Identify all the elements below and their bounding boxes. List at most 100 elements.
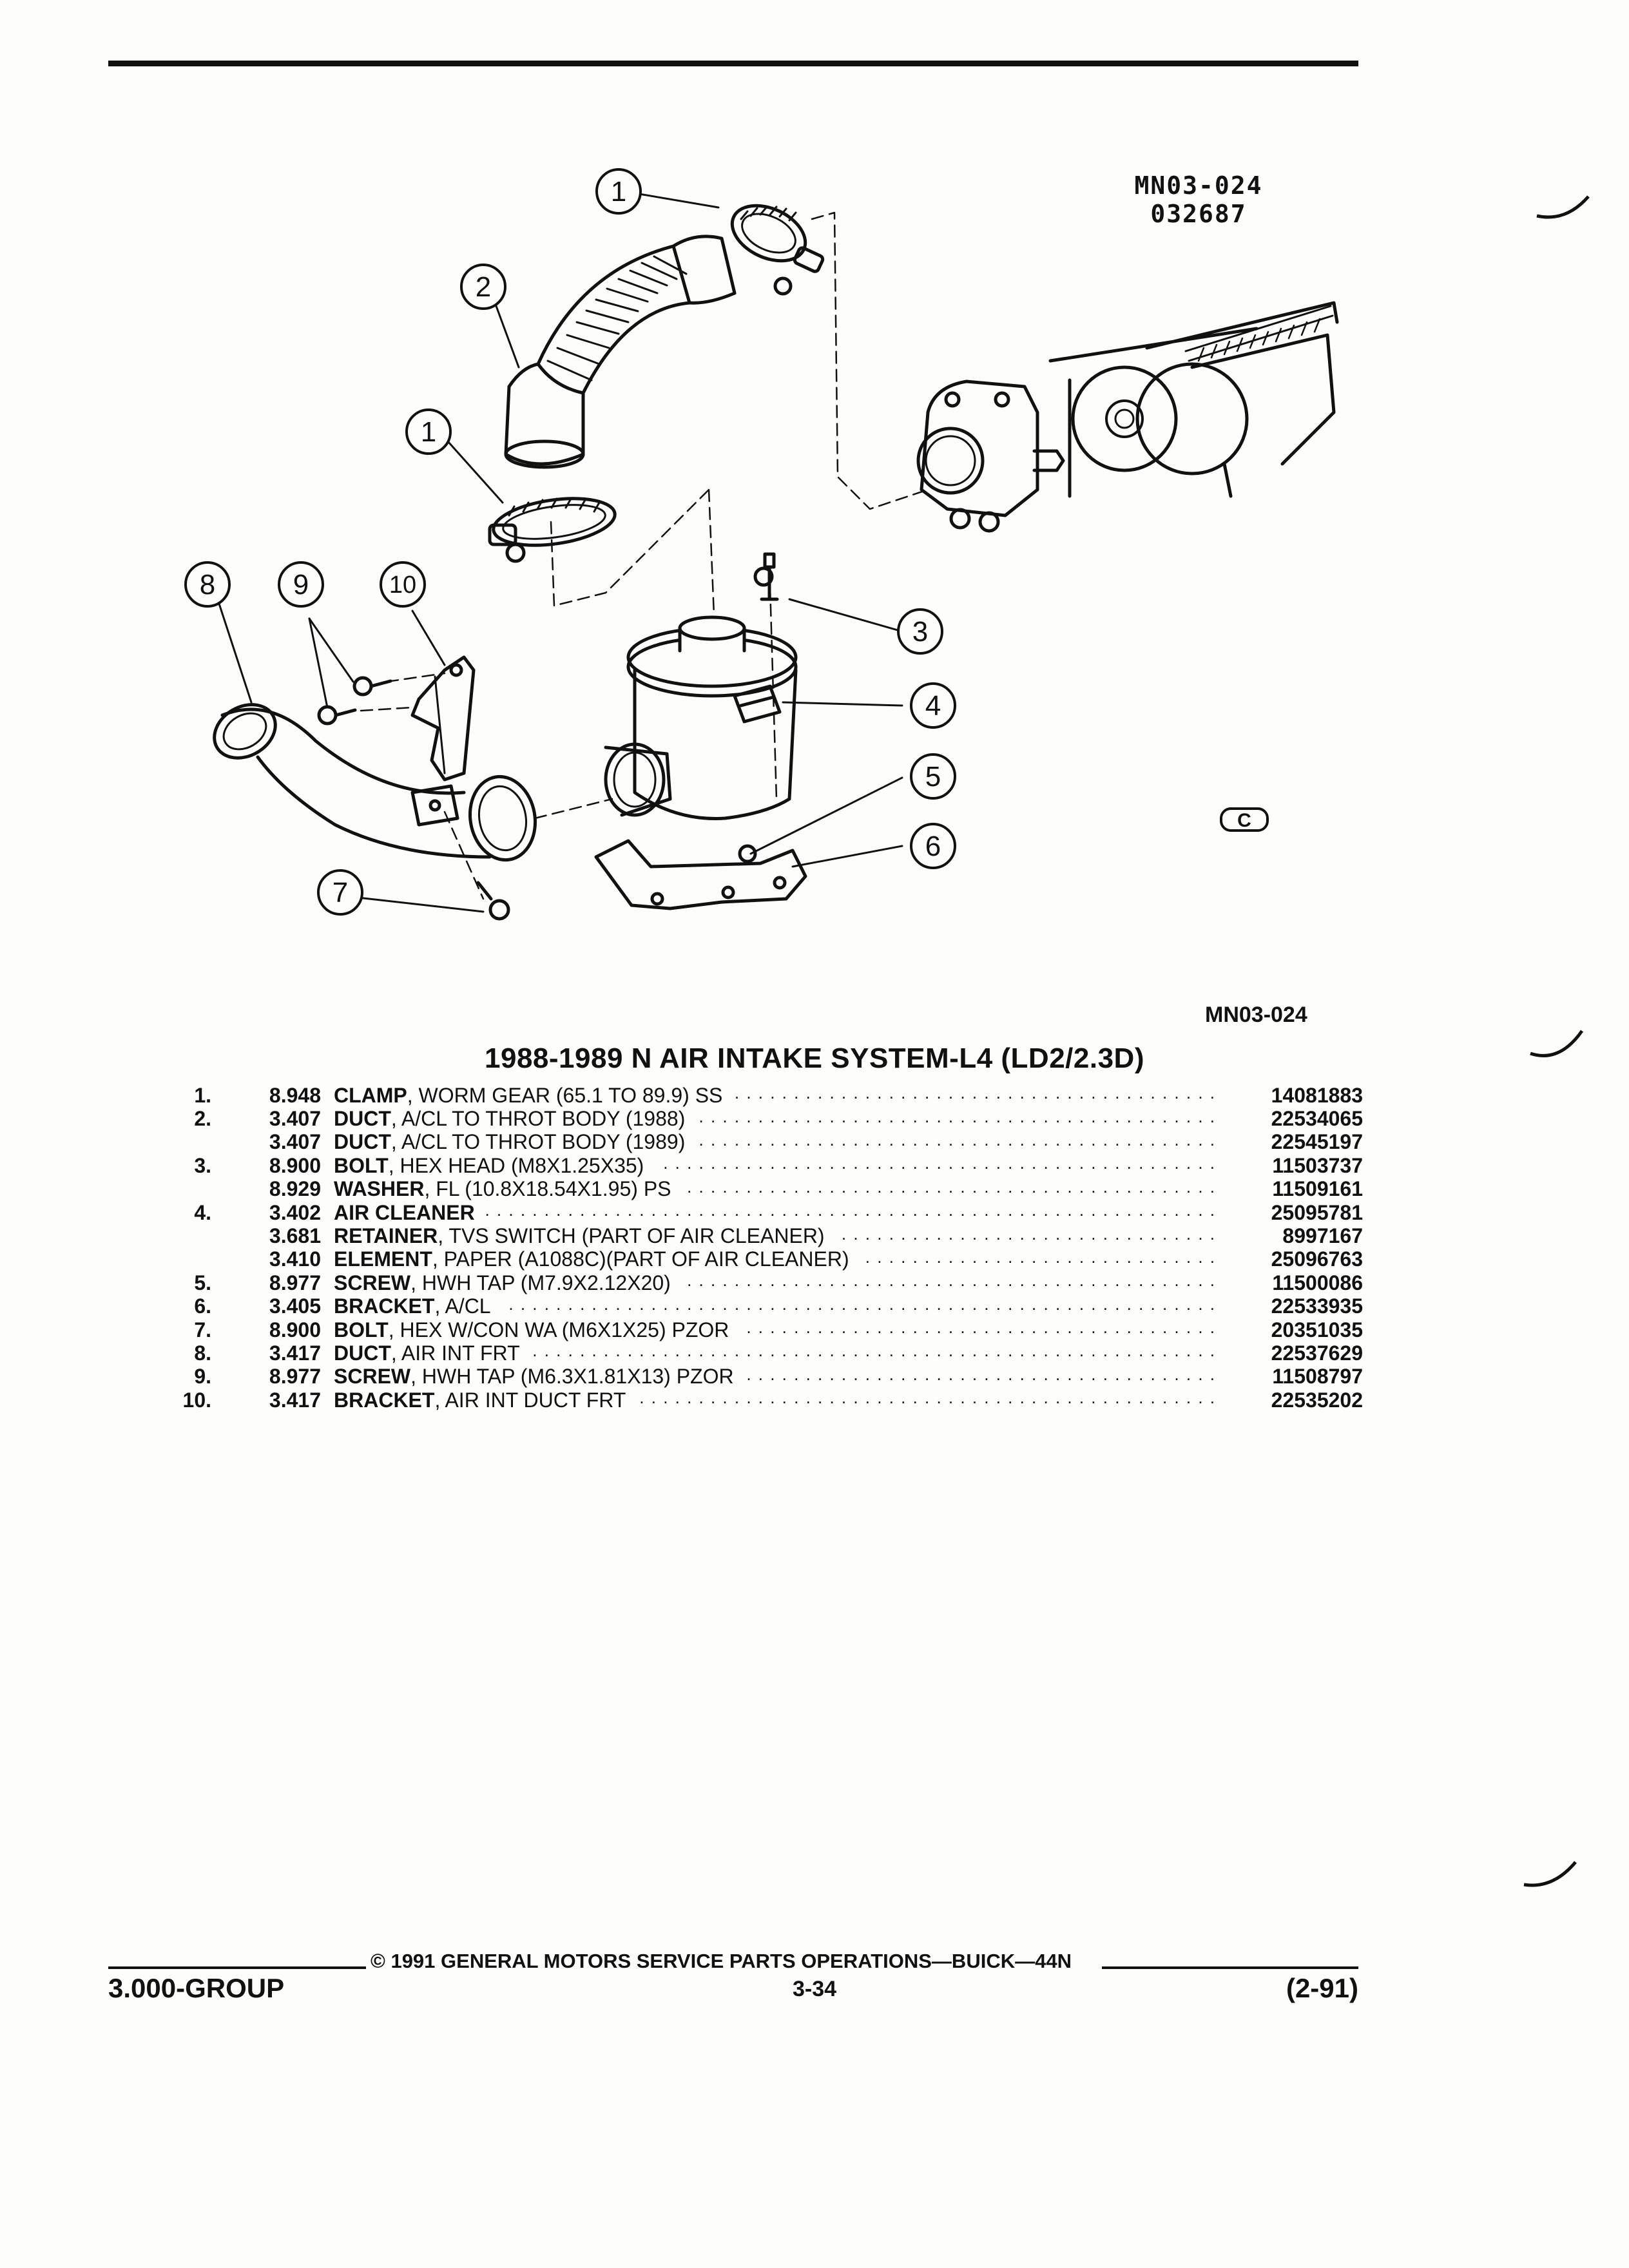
leader-dots: [836, 1227, 1216, 1246]
leader-dots: [734, 1086, 1216, 1105]
gm-mark-icon: C: [1220, 807, 1269, 832]
part-name: SCREW: [334, 1365, 411, 1389]
drawing-code-line-2: 032687: [1150, 200, 1247, 228]
part-description: RETAINER, TVS SWITCH (PART OF AIR CLEANE…: [334, 1224, 825, 1248]
part-name: CLAMP: [334, 1083, 407, 1107]
air-cleaner-drawing: [604, 552, 798, 820]
gm-mark-letter: C: [1237, 810, 1251, 831]
part-number: 11509161: [1272, 1177, 1363, 1201]
group-number: 8.929: [269, 1177, 321, 1201]
callout-6: 6: [925, 831, 941, 862]
footer-page-number: 3-34: [792, 1977, 837, 2001]
parts-list: 1. 8.948 CLAMP, WORM GEAR (65.1 TO 89.9) S…: [155, 1084, 1363, 1412]
group-number: 8.977: [269, 1271, 321, 1294]
group-number: 3.407: [269, 1130, 321, 1154]
group-number: 8.948: [269, 1083, 321, 1107]
top-rule: [108, 61, 1358, 66]
group-number: 8.900: [269, 1153, 321, 1177]
group-number: 3.417: [269, 1341, 321, 1365]
part-number: 20351035: [1271, 1318, 1363, 1341]
parts-row: 3.681 RETAINER, TVS SWITCH (PART OF AIR C…: [155, 1224, 1363, 1247]
part-name: BOLT: [334, 1318, 389, 1341]
part-number: 8997167: [1282, 1224, 1363, 1248]
leader-dots: [682, 1273, 1216, 1293]
part-detail: , FL (10.8X18.54X1.95) PS: [424, 1177, 671, 1201]
item-number: 6.: [194, 1294, 211, 1318]
leader-dots: [487, 1203, 1216, 1222]
part-number: 22533935: [1271, 1294, 1363, 1318]
part-detail: , HWH TAP (M7.9X2.12X20): [410, 1271, 671, 1294]
footer-rule-left: [108, 1966, 366, 1969]
callout-3: 3: [912, 616, 928, 648]
item-number: 5.: [194, 1271, 211, 1294]
group-number: 3.417: [269, 1388, 321, 1412]
part-number: 11500086: [1272, 1271, 1363, 1294]
group-number: 8.977: [269, 1365, 321, 1389]
leader-dots: [697, 1133, 1216, 1152]
part-name: ELEMENT: [334, 1247, 432, 1271]
drawing-code-line-1: MN03-024: [1134, 171, 1263, 200]
leader-lines: [218, 192, 903, 913]
leader-dots: [532, 1343, 1216, 1363]
part-description: BRACKET, A/CL: [334, 1294, 491, 1318]
part-description: ELEMENT, PAPER (A1088C)(PART OF AIR CLEA…: [334, 1247, 849, 1271]
front-air-duct-drawing: [213, 703, 537, 862]
group-number: 3.681: [269, 1224, 321, 1248]
part-number: 11508797: [1272, 1365, 1363, 1389]
part-name: DUCT: [334, 1130, 391, 1154]
part-description: DUCT, AIR INT FRT: [334, 1341, 520, 1365]
callout-9: 9: [293, 569, 309, 601]
duct-bellows-drawing: [504, 235, 737, 469]
item-number: 8.: [194, 1341, 211, 1365]
group-number: 3.407: [269, 1107, 321, 1131]
part-description: CLAMP, WORM GEAR (65.1 TO 89.9) SS: [334, 1084, 722, 1108]
leader-dots: [697, 1110, 1216, 1129]
parts-row: 5. 8.977 SCREW, HWH TAP (M7.9X2.12X20) 1150…: [155, 1271, 1363, 1294]
part-description: AIR CLEANER: [334, 1201, 475, 1225]
part-name: RETAINER: [334, 1224, 438, 1248]
item-number: 4.: [194, 1200, 211, 1224]
callout-7: 7: [333, 877, 348, 908]
clamp-lower-drawing: [488, 497, 617, 563]
parts-row: 1. 8.948 CLAMP, WORM GEAR (65.1 TO 89.9) S…: [155, 1084, 1363, 1107]
part-detail: , A/CL TO THROT BODY (1988): [390, 1107, 686, 1131]
part-detail: , HEX HEAD (M8X1.25X35): [388, 1153, 644, 1177]
footer-group: 3.000-GROUP: [108, 1973, 285, 2003]
item-number: 1.: [194, 1083, 211, 1107]
leader-dots: [637, 1390, 1216, 1410]
part-name: AIR CLEANER: [334, 1200, 475, 1224]
leader-dots: [503, 1297, 1216, 1316]
part-detail: , AIR INT DUCT FRT: [434, 1388, 626, 1412]
footer-revision: (2-91): [1286, 1973, 1358, 2003]
item-number: 7.: [194, 1318, 211, 1341]
footer-copyright: © 1991 GENERAL MOTORS SERVICE PARTS OPER…: [371, 1950, 1072, 1972]
part-description: BOLT, HEX HEAD (M8X1.25X35): [334, 1154, 644, 1178]
part-detail: , A/CL: [434, 1294, 491, 1318]
group-number: 3.405: [269, 1294, 321, 1318]
part-detail: , HWH TAP (M6.3X1.81X13) PZOR: [410, 1365, 734, 1389]
section-title: 1988-1989 N AIR INTAKE SYSTEM-L4 (LD2/2.…: [485, 1043, 1144, 1074]
assembly-dash-lines: [360, 211, 929, 900]
part-name: BOLT: [334, 1153, 389, 1177]
part-name: BRACKET: [334, 1388, 435, 1412]
part-detail: , PAPER (A1088C)(PART OF AIR CLEANER): [432, 1247, 849, 1271]
part-name: WASHER: [334, 1177, 425, 1201]
parts-row: 6. 3.405 BRACKET, A/CL 22533935: [155, 1294, 1363, 1318]
part-description: SCREW, HWH TAP (M6.3X1.81X13) PZOR: [334, 1365, 734, 1389]
exploded-parts-diagram: 1 2 1 3 4 5 6 7 8 9 10 C: [184, 168, 1339, 921]
callout-5: 5: [925, 761, 941, 793]
part-name: SCREW: [334, 1271, 411, 1294]
part-detail: , HEX W/CON WA (M6X1X25) PZOR: [388, 1318, 729, 1341]
part-description: SCREW, HWH TAP (M7.9X2.12X20): [334, 1271, 671, 1295]
callout-10: 10: [389, 572, 416, 599]
part-number: 14081883: [1271, 1083, 1363, 1107]
clamp-upper-drawing: [730, 204, 825, 296]
part-detail: , TVS SWITCH (PART OF AIR CLEANER): [438, 1224, 825, 1248]
leader-dots: [740, 1320, 1216, 1340]
